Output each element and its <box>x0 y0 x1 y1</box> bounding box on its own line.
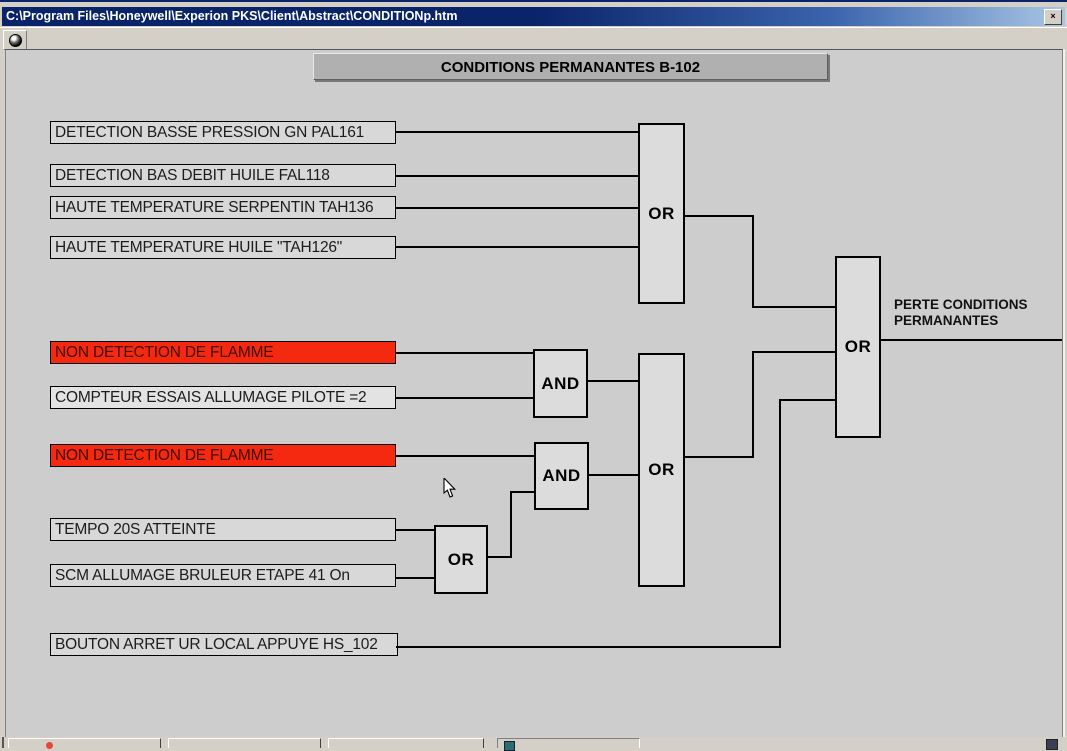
condition-box-pal161[interactable]: DETECTION BASSE PRESSION GN PAL161 <box>50 121 396 144</box>
wire <box>752 215 754 308</box>
gate-or-right: OR <box>835 256 881 438</box>
wire <box>510 491 512 558</box>
wire <box>396 175 638 177</box>
wire <box>684 456 753 458</box>
condition-box-fal118[interactable]: DETECTION BAS DEBIT HUILE FAL118 <box>50 164 396 187</box>
wire <box>752 306 836 308</box>
taskbar-button-2[interactable] <box>168 738 321 748</box>
condition-box-tempo[interactable]: TEMPO 20S ATTEINTE <box>50 518 396 541</box>
canvas-right-highlight <box>1063 49 1065 737</box>
wire <box>752 351 754 458</box>
wire <box>752 351 836 353</box>
corner-icon[interactable] <box>1046 739 1058 750</box>
output-label-line2: PERMANANTES <box>894 313 999 328</box>
taskbar-button-1[interactable] <box>8 738 161 749</box>
gate-and-1: AND <box>533 349 588 418</box>
window-titlebar: C:\Program Files\Honeywell\Experion PKS\… <box>2 7 1065 26</box>
wire <box>880 339 1062 341</box>
condition-box-flamme-1[interactable]: NON DETECTION DE FLAMME <box>50 341 396 364</box>
wire <box>396 207 638 209</box>
wire <box>396 646 780 648</box>
taskbar-divider <box>2 737 4 748</box>
wire <box>396 577 435 579</box>
condition-box-scm[interactable]: SCM ALLUMAGE BRULEUR ETAPE 41 On <box>50 564 396 587</box>
wire <box>396 397 534 399</box>
wire <box>396 246 638 248</box>
status-dot-icon <box>46 742 53 749</box>
condition-box-compteur[interactable]: COMPTEUR ESSAIS ALLUMAGE PILOTE =2 <box>50 386 396 409</box>
wire <box>587 380 639 382</box>
condition-box-flamme-2[interactable]: NON DETECTION DE FLAMME <box>50 444 396 467</box>
mouse-cursor <box>443 478 457 498</box>
window-top-border <box>0 0 1067 2</box>
wire <box>684 215 753 217</box>
wire <box>779 399 781 648</box>
condition-box-tah126[interactable]: HAUTE TEMPERATURE HUILE "TAH126" <box>50 236 396 259</box>
wire <box>396 529 435 531</box>
close-button[interactable]: × <box>1044 9 1062 25</box>
taskbar-button-3[interactable] <box>328 738 484 748</box>
wire <box>510 491 535 493</box>
window-title: C:\Program Files\Honeywell\Experion PKS\… <box>6 9 458 23</box>
gate-and-2: AND <box>534 442 589 510</box>
wire <box>487 556 511 558</box>
gate-or-small: OR <box>434 525 488 594</box>
page-title: CONDITIONS PERMANANTES B-102 <box>313 53 828 80</box>
condition-box-tah136[interactable]: HAUTE TEMPERATURE SERPENTIN TAH136 <box>50 196 396 219</box>
wire <box>396 455 535 457</box>
globe-icon <box>9 34 22 47</box>
wire <box>396 352 534 354</box>
gate-or-mid: OR <box>638 353 685 587</box>
toolbar <box>0 27 1067 50</box>
tray-panel[interactable] <box>497 738 640 751</box>
taskbar-strip <box>0 737 1067 751</box>
wire <box>588 474 639 476</box>
globe-button[interactable] <box>3 30 27 50</box>
gate-or-top: OR <box>638 123 685 304</box>
wire <box>779 399 836 401</box>
tray-icon <box>504 741 515 751</box>
output-label-line1: PERTE CONDITIONS <box>894 297 1028 312</box>
output-label: PERTE CONDITIONS PERMANANTES <box>894 297 1028 329</box>
condition-box-hs102[interactable]: BOUTON ARRET UR LOCAL APPUYE HS_102 <box>50 633 398 656</box>
wire <box>396 131 638 133</box>
